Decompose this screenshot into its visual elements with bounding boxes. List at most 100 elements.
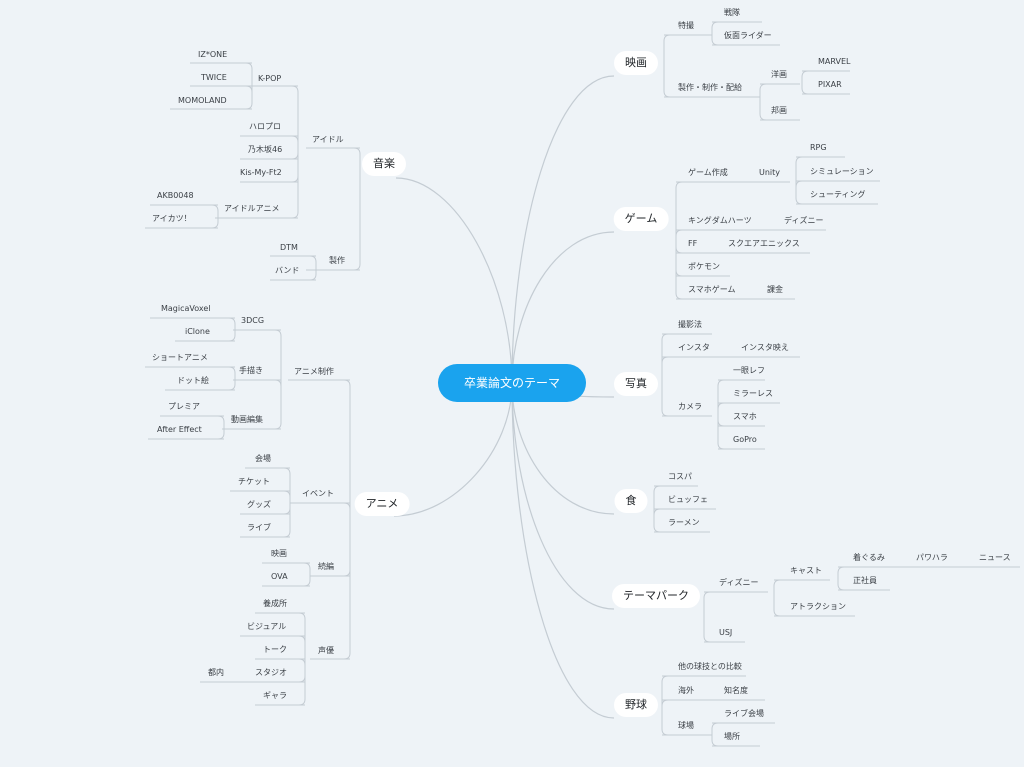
- node-slr[interactable]: 一眼レフ: [733, 366, 765, 375]
- node-tonai[interactable]: 都内: [208, 668, 224, 677]
- node-nogizaka[interactable]: 乃木坂46: [248, 145, 283, 154]
- node-anime-production[interactable]: アニメ制作: [294, 367, 334, 376]
- node-kamen-rider[interactable]: 仮面ライダー: [724, 31, 772, 40]
- node-kingdom-hearts[interactable]: キングダムハーツ: [688, 216, 752, 225]
- node-twice[interactable]: TWICE: [201, 73, 227, 82]
- root-topic[interactable]: 卒業論文のテーマ: [438, 364, 586, 402]
- node-iclone[interactable]: iClone: [185, 327, 210, 336]
- node-magicavoxel[interactable]: MagicaVoxel: [161, 304, 211, 313]
- node-tokusatsu[interactable]: 特撮: [678, 21, 694, 30]
- node-idol[interactable]: アイドル: [312, 135, 344, 144]
- topic-music[interactable]: 音楽: [362, 152, 406, 176]
- node-band[interactable]: バンド: [275, 266, 300, 275]
- node-camera[interactable]: カメラ: [678, 402, 702, 411]
- node-cast[interactable]: キャスト: [790, 566, 822, 575]
- node-simulation[interactable]: シミュレーション: [810, 167, 874, 176]
- node-marvel[interactable]: MARVEL: [818, 57, 851, 66]
- node-recognition[interactable]: 知名度: [724, 686, 748, 695]
- node-voice-actor[interactable]: 声優: [318, 646, 334, 655]
- node-video-edit[interactable]: 動画編集: [231, 415, 263, 424]
- connector-line: [511, 75, 615, 385]
- node-short-anime[interactable]: ショートアニメ: [152, 353, 208, 362]
- node-insta-bae[interactable]: インスタ映え: [741, 343, 789, 352]
- topic-theme-park[interactable]: テーマパーク: [612, 584, 700, 608]
- node-film[interactable]: 映画: [271, 549, 287, 558]
- node-live-venue[interactable]: ライブ会場: [724, 709, 764, 718]
- node-western[interactable]: 洋画: [771, 70, 787, 79]
- node-talk[interactable]: トーク: [263, 645, 287, 654]
- node-smartphone-game[interactable]: スマホゲーム: [688, 285, 736, 294]
- connector-line: [233, 379, 282, 387]
- node-venue[interactable]: 会場: [255, 454, 271, 463]
- node-ff[interactable]: FF: [688, 239, 698, 248]
- node-comparison[interactable]: 他の球技との比較: [678, 662, 742, 671]
- node-usj[interactable]: USJ: [719, 628, 733, 637]
- node-gopro[interactable]: GoPro: [733, 435, 757, 444]
- node-sentai[interactable]: 戦隊: [724, 8, 740, 17]
- node-smartphone[interactable]: スマホ: [733, 412, 757, 421]
- node-disney-game[interactable]: ディズニー: [784, 216, 824, 225]
- node-goods[interactable]: グッズ: [247, 500, 271, 509]
- node-event[interactable]: イベント: [302, 489, 334, 498]
- node-kigurumi[interactable]: 着ぐるみ: [853, 553, 885, 562]
- node-unity[interactable]: Unity: [759, 168, 781, 177]
- node-dot-art[interactable]: ドット絵: [177, 376, 209, 385]
- node-live[interactable]: ライブ: [247, 523, 271, 532]
- topic-photo[interactable]: 写真: [614, 372, 658, 396]
- topic-game[interactable]: ゲーム: [613, 207, 669, 231]
- node-hand-drawn[interactable]: 手描き: [239, 366, 263, 375]
- node-news[interactable]: ニュース: [979, 553, 1011, 562]
- node-visual[interactable]: ビジュアル: [247, 622, 287, 631]
- connector-line: [661, 356, 800, 397]
- node-guarantee[interactable]: ギャラ: [263, 691, 287, 700]
- topic-baseball[interactable]: 野球: [614, 693, 658, 717]
- node-premiere[interactable]: プレミア: [168, 402, 200, 411]
- node-dtm[interactable]: DTM: [280, 243, 298, 252]
- node-full-time-staff[interactable]: 正社員: [853, 576, 877, 585]
- node-attraction[interactable]: アトラクション: [790, 602, 846, 611]
- topic-food[interactable]: 食: [614, 489, 648, 513]
- node-stadium[interactable]: 球場: [678, 721, 694, 730]
- node-power-harassment[interactable]: パワハラ: [916, 553, 948, 562]
- node-idol-anime[interactable]: アイドルアニメ: [224, 204, 280, 213]
- connector-line: [290, 502, 351, 516]
- node-kpop[interactable]: K-POP: [258, 74, 282, 83]
- node-kakin[interactable]: 課金: [767, 285, 783, 294]
- node-kismy[interactable]: Kis-My-Ft2: [240, 168, 282, 177]
- node-studio[interactable]: スタジオ: [255, 668, 287, 677]
- node-ticket[interactable]: チケット: [238, 477, 270, 486]
- node-technique[interactable]: 撮影法: [678, 320, 702, 329]
- node-hellopro[interactable]: ハロプロ: [249, 122, 281, 131]
- node-after-effect[interactable]: After Effect: [157, 425, 202, 434]
- node-overseas[interactable]: 海外: [678, 686, 694, 695]
- node-production[interactable]: 製作: [329, 256, 345, 265]
- node-pixar[interactable]: PIXAR: [818, 80, 842, 89]
- node-game-making[interactable]: ゲーム作成: [688, 168, 728, 177]
- connector-line: [255, 658, 306, 666]
- connector-line: [795, 180, 880, 188]
- node-square-enix[interactable]: スクエアエニックス: [728, 239, 800, 248]
- node-training-school[interactable]: 養成所: [263, 599, 287, 608]
- topic-movie[interactable]: 映画: [614, 51, 658, 75]
- node-distribution[interactable]: 製作・制作・配給: [678, 83, 742, 92]
- node-buffet[interactable]: ビュッフェ: [668, 495, 708, 504]
- node-mirrorless[interactable]: ミラーレス: [733, 389, 773, 398]
- topic-anime[interactable]: アニメ: [354, 492, 410, 516]
- node-disney-park[interactable]: ディズニー: [719, 578, 759, 587]
- node-sequel[interactable]: 続編: [318, 562, 334, 571]
- node-instagram[interactable]: インスタ: [678, 343, 710, 352]
- connector-line: [675, 229, 826, 237]
- node-shooting[interactable]: シューティング: [810, 190, 866, 199]
- node-aikatsu[interactable]: アイカツ！: [152, 214, 192, 223]
- node-akb0048[interactable]: AKB0048: [157, 191, 194, 200]
- node-momoland[interactable]: MOMOLAND: [178, 96, 227, 105]
- node-3dcg[interactable]: 3DCG: [241, 316, 265, 325]
- node-cospa[interactable]: コスパ: [668, 472, 692, 481]
- node-ramen[interactable]: ラーメン: [668, 518, 700, 527]
- node-japanese-film[interactable]: 邦画: [771, 106, 787, 115]
- node-izone[interactable]: IZ*ONE: [198, 50, 228, 59]
- node-ova[interactable]: OVA: [271, 572, 288, 581]
- node-rpg[interactable]: RPG: [810, 143, 827, 152]
- node-location[interactable]: 場所: [724, 732, 740, 741]
- node-pokemon[interactable]: ポケモン: [688, 262, 720, 271]
